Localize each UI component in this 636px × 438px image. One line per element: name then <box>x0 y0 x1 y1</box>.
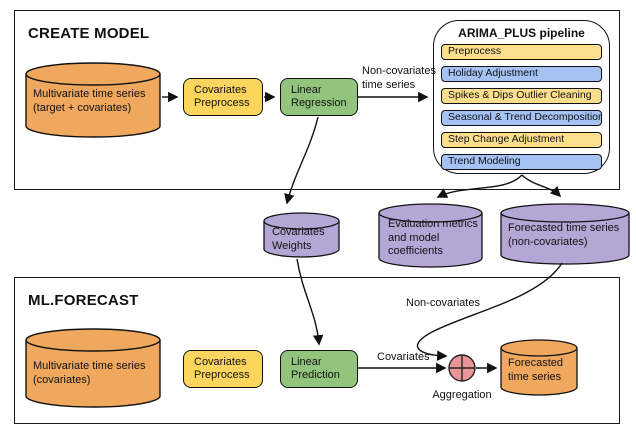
forecast-noncovariates-label: Forecasted time series (non-covariates) <box>508 222 620 248</box>
cylinder-shape <box>25 62 161 138</box>
source-cylinder-create-label: Multivariate time series (target + covar… <box>33 88 146 114</box>
cylinder-shape <box>263 212 340 258</box>
evaluation-metrics-label: Evaluation metrics and model coefficient… <box>388 218 478 257</box>
covariates-preprocess-forecast: Covariates Preprocess <box>183 350 263 388</box>
forecast-result-label: Forecasted time series <box>508 357 564 383</box>
cylinder-shape <box>500 203 630 265</box>
cylinder-shape <box>378 203 483 268</box>
pipeline-step-seasonal-trend: Seasonal & Trend Decomposition <box>441 110 602 126</box>
create-model-title: CREATE MODEL <box>28 25 150 42</box>
arima-plus-pipeline-title: ARIMA_PLUS pipeline <box>458 26 585 40</box>
covariates-weights-cylinder: Covariates Weights <box>263 212 340 258</box>
pipeline-step-spikes-dips: Spikes & Dips Outlier Cleaning <box>441 88 602 104</box>
ml-forecast-title: ML.FORECAST <box>28 292 139 309</box>
noncovariates-timeseries-label: Non-covariates time series <box>362 65 436 91</box>
covariates-weights-label: Covariates Weights <box>272 226 325 252</box>
source-cylinder-create: Multivariate time series (target + covar… <box>25 62 161 138</box>
pipeline-step-step-change: Step Change Adjustment <box>441 132 602 148</box>
source-cylinder-forecast-label: Multivariate time series (covariates) <box>33 360 146 386</box>
noncovariates-label: Non-covariates <box>406 297 480 309</box>
pipeline-step-trend-modeling: Trend Modeling <box>441 154 602 170</box>
forecast-result-cylinder: Forecasted time series <box>500 339 578 396</box>
cylinder-shape <box>25 328 161 408</box>
arima-plus-pipeline: ARIMA_PLUS pipeline Preprocess Holiday A… <box>433 20 610 174</box>
aggregation-label: Aggregation <box>432 389 492 401</box>
linear-prediction-node: Linear Prediction <box>280 350 358 388</box>
evaluation-metrics-cylinder: Evaluation metrics and model coefficient… <box>378 203 483 268</box>
arima-plus-steps: Preprocess Holiday Adjustment Spikes & D… <box>434 44 609 170</box>
source-cylinder-forecast: Multivariate time series (covariates) <box>25 328 161 408</box>
linear-regression-node: Linear Regression <box>280 78 358 116</box>
pipeline-step-preprocess: Preprocess <box>441 44 602 60</box>
covariates-label: Covariates <box>377 351 430 363</box>
pipeline-step-holiday-adjustment: Holiday Adjustment <box>441 66 602 82</box>
forecast-noncovariates-cylinder: Forecasted time series (non-covariates) <box>500 203 630 265</box>
covariates-preprocess-create: Covariates Preprocess <box>183 78 263 116</box>
